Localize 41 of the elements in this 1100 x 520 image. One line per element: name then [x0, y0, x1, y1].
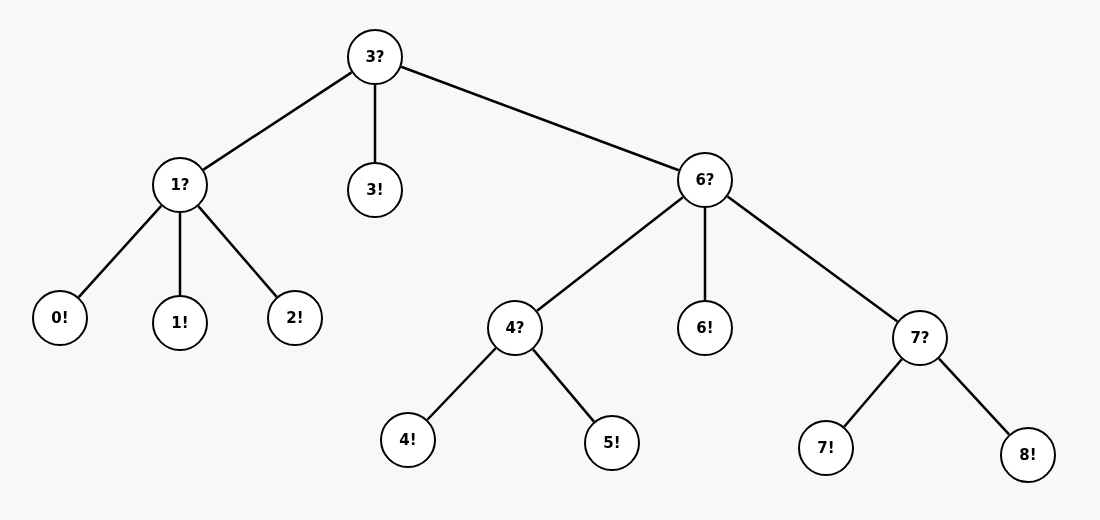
connector-line [532, 348, 595, 423]
tree-node-circle [32, 290, 88, 346]
tree-node-circle [677, 300, 733, 356]
connector-line [77, 204, 163, 299]
tree-node-circle [1000, 427, 1056, 483]
tree-node-circle [677, 152, 733, 208]
tree-node-circle [380, 412, 436, 468]
connector-line [536, 196, 684, 312]
node-label: 5! [603, 434, 621, 452]
node-label: 7! [817, 439, 835, 457]
tree-node-circle [347, 162, 403, 218]
node-label: 2! [286, 309, 304, 327]
tree-node-circle [267, 290, 323, 346]
tree-node-circle [487, 300, 543, 356]
connector-line [197, 205, 278, 298]
node-label: 4! [399, 431, 417, 449]
connector-line [703, 208, 707, 300]
node-label: 0! [51, 309, 69, 327]
node-label: 1! [171, 314, 189, 332]
connector-line [400, 65, 680, 172]
node-label: 4? [505, 319, 525, 337]
connector-line [843, 358, 903, 428]
tree-node-circle [152, 295, 208, 351]
node-label: 6! [696, 319, 714, 337]
node-label: 1? [170, 176, 190, 194]
node-label: 8! [1019, 446, 1037, 464]
tree-node-circle [798, 420, 854, 476]
connector-line [178, 213, 182, 295]
node-label: 3! [366, 181, 384, 199]
connector-line [202, 71, 353, 171]
tree-node-circle [347, 29, 403, 85]
connector-line [426, 347, 497, 421]
connector-line [938, 357, 1010, 436]
node-label: 6? [695, 171, 715, 189]
tree-node-circle [892, 310, 948, 366]
connector-line [726, 195, 899, 323]
node-label: 7? [910, 329, 930, 347]
connector-line [373, 85, 377, 162]
tree-node-circle [584, 415, 640, 471]
tree-node-circle [152, 157, 208, 213]
node-label: 3? [365, 48, 385, 66]
